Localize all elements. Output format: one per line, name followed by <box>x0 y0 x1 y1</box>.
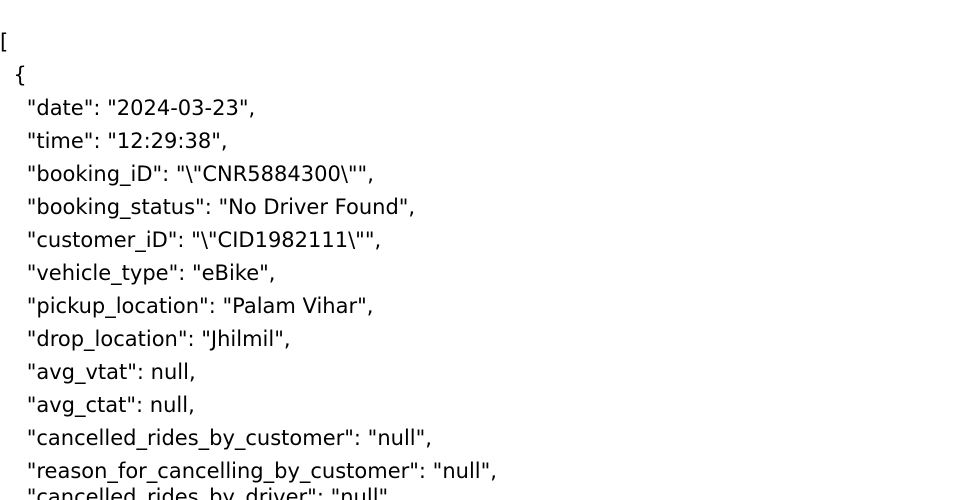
code-line: "customer_iD": "\"CID1982111\"", <box>0 228 382 252</box>
code-line: "date": "2024-03-23", <box>0 96 256 120</box>
code-line: "cancelled_rides_by_driver": "null", <box>0 485 395 500</box>
code-line: "cancelled_rides_by_customer": "null", <box>0 426 432 450</box>
code-line: "booking_iD": "\"CNR5884300\"", <box>0 162 374 186</box>
code-line: "vehicle_type": "eBike", <box>0 261 276 285</box>
code-line: "time": "12:29:38", <box>0 129 228 153</box>
code-line: "drop_location": "Jhilmil", <box>0 327 291 351</box>
code-line: "pickup_location": "Palam Vihar", <box>0 294 374 318</box>
code-line: [ <box>0 30 9 54</box>
code-line: "avg_ctat": null, <box>0 393 195 417</box>
code-line: "reason_for_cancelling_by_customer": "nu… <box>0 459 497 483</box>
code-line: "avg_vtat": null, <box>0 360 196 384</box>
code-line: { <box>0 63 27 87</box>
code-line: "booking_status": "No Driver Found", <box>0 195 416 219</box>
